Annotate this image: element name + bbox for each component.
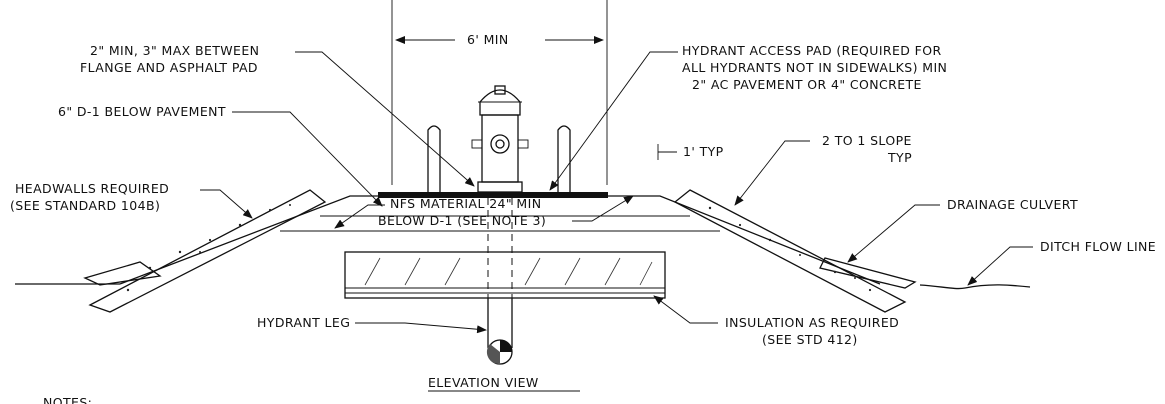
insulation-label-line2: (SEE STD 412) (762, 332, 858, 347)
ditch-leader (967, 246, 1033, 286)
bollard-right (557, 125, 571, 192)
nfs-label-line1: NFS MATERIAL 24" MIN (390, 196, 541, 211)
headwalls-label-line2: (SEE STANDARD 104B) (10, 198, 160, 213)
pad-label-line1: HYDRANT ACCESS PAD (REQUIRED FOR (682, 43, 942, 58)
headwalls-label-line1: HEADWALLS REQUIRED (15, 181, 169, 196)
culvert-label: DRAINAGE CULVERT (947, 197, 1078, 212)
one-foot-typ-marker (657, 144, 677, 160)
d1-leader (232, 111, 383, 207)
hydrant-leg-pipe (486, 298, 513, 365)
nfs-leader-right (572, 195, 634, 222)
culvert-leader (847, 204, 940, 263)
leg-leader (355, 322, 487, 334)
slope-label-line1: 2 TO 1 SLOPE (822, 133, 912, 148)
bollard-left (427, 125, 441, 192)
access-pad (378, 192, 608, 198)
headwalls-leader (200, 189, 253, 219)
insulation-leader (653, 295, 718, 324)
slope-label-line2: TYP (887, 150, 912, 165)
flange-label-line2: FLANGE AND ASPHALT PAD (80, 60, 258, 75)
view-title: ELEVATION VIEW (428, 375, 539, 390)
ditch-label: DITCH FLOW LINE (1040, 239, 1156, 254)
flange-label-line1: 2" MIN, 3" MAX BETWEEN (90, 43, 259, 58)
slope-leader (734, 140, 810, 206)
insulation-block (344, 251, 666, 299)
left-headwall (83, 189, 327, 313)
insulation-label-line1: INSULATION AS REQUIRED (725, 315, 899, 330)
six-foot-dimension (391, 0, 608, 185)
nfs-label-line2: BELOW D-1 (SEE NOTE 3) (378, 213, 546, 228)
flange-leader (295, 51, 475, 187)
notes-heading: NOTES: (43, 395, 92, 404)
pad-label-line2: ALL HYDRANTS NOT IN SIDEWALKS) MIN (682, 60, 947, 75)
six-min-label: 6' MIN (467, 32, 509, 47)
leg-label: HYDRANT LEG (257, 315, 350, 330)
d1-label: 6" D-1 BELOW PAVEMENT (58, 104, 226, 119)
one-typ-label: 1' TYP (683, 144, 724, 159)
fire-hydrant (471, 85, 529, 193)
pad-leader (549, 51, 678, 191)
right-headwall (673, 189, 917, 313)
nfs-leader-left (334, 204, 385, 229)
pad-label-line3: 2" AC PAVEMENT OR 4" CONCRETE (692, 77, 922, 92)
